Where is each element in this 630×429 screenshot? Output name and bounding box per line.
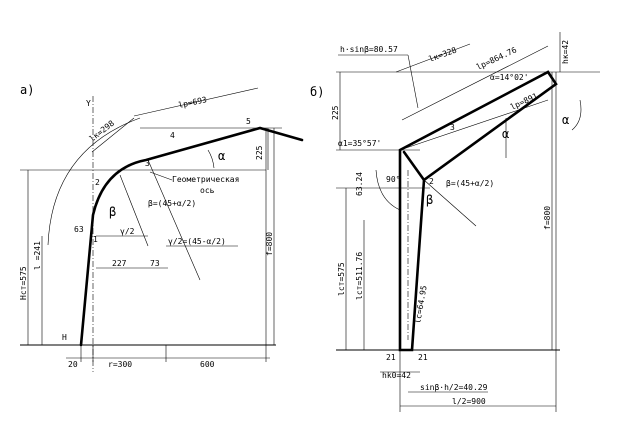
angle-90-arc xyxy=(375,169,401,211)
dim-r-label: r=300 xyxy=(108,360,132,369)
dim-lst-label: lст=575 xyxy=(337,262,346,296)
alpha-right-label: α xyxy=(562,113,569,127)
beta-label-a: β xyxy=(109,205,116,219)
geom-axis-line1: Геометрическая xyxy=(172,175,239,184)
alpha-arc-right xyxy=(571,99,582,131)
node-3-label-b: 3 xyxy=(450,123,455,132)
lk-dim-line-b xyxy=(395,43,471,73)
alpha-deg-label: α=14°02' xyxy=(490,73,529,82)
dim-227-label: 227 xyxy=(112,259,127,268)
panel-b-label: б) xyxy=(310,85,324,99)
geom-axis-leader xyxy=(149,171,173,181)
panel-a: a) Y lк=298 lp=693 4 5 225 α Геометричес… xyxy=(19,83,304,372)
hk0-label: hk0=42 xyxy=(382,371,411,380)
frame-member-a xyxy=(79,126,304,347)
h-sin-leader xyxy=(407,54,419,109)
beta-label-b: β xyxy=(426,193,433,207)
panel-b: б) h·sinβ=80.57 lк=328 lp=864.76 lp=891 … xyxy=(310,32,600,412)
geom-axis-line2: ось xyxy=(200,186,215,195)
rafter-axis-b xyxy=(399,99,549,151)
dim-21b-label: 21 xyxy=(418,353,428,362)
node-4-label: 4 xyxy=(170,131,175,140)
half-l-label: l/2=900 xyxy=(452,397,486,406)
panel-a-label: a) xyxy=(20,83,34,97)
beta-eq-label-b: β=(45+α/2) xyxy=(446,179,494,188)
bend-radius-arc xyxy=(47,117,141,246)
hk-label: hк=42 xyxy=(561,40,570,64)
beta-construction-line xyxy=(423,179,477,227)
node-2-label-a: 2 xyxy=(95,178,100,187)
alpha-arc-a xyxy=(207,149,215,169)
dim-600-label: 600 xyxy=(200,360,215,369)
alpha-label-a: α xyxy=(218,149,225,163)
gamma-line xyxy=(147,159,201,281)
bisector-line xyxy=(119,174,149,247)
angle-90-label: 90° xyxy=(386,175,400,184)
sin-bottom-label: sinβ·h/2=40.29 xyxy=(420,383,488,392)
gamma-half-label: γ/2 xyxy=(120,227,135,236)
alpha1-label: α1=35°57' xyxy=(338,139,381,148)
dim-63-24-label: 63.24 xyxy=(355,172,364,196)
dim-73-label: 73 xyxy=(150,259,160,268)
alpha-label-b: α xyxy=(502,127,509,141)
lp-dimension-line xyxy=(133,87,259,117)
dim-21a-label: 21 xyxy=(386,353,396,362)
y-axis-label: Y xyxy=(86,99,91,108)
lk-dimension-line xyxy=(91,117,135,153)
gamma-eq-label: γ/2=(45-α/2) xyxy=(168,237,226,246)
dim-63-label: 63 xyxy=(74,225,84,234)
h-sin-label: h·sinβ=80.57 xyxy=(340,45,398,54)
dim-f-label-a: f=800 xyxy=(265,232,274,256)
lp1-label: lp=864.76 xyxy=(475,45,518,72)
dim-225-label-b: 225 xyxy=(331,105,340,120)
joint-cut-line xyxy=(402,150,426,182)
node-H-label: H xyxy=(62,333,67,342)
node-1-label-a: 1 xyxy=(93,235,98,244)
dim-f-label-b: f=800 xyxy=(543,206,552,230)
node-2-label-b: 2 xyxy=(429,177,434,186)
lp1-dim-line xyxy=(401,45,549,121)
dim-Hst-label: Hст=575 xyxy=(19,266,28,300)
dim-20-label: 20 xyxy=(68,360,78,369)
dim-l-label: l =241 xyxy=(33,241,42,270)
dim-225-label: 225 xyxy=(255,145,264,160)
lk-label-b: lк=328 xyxy=(428,45,458,63)
node-3-label-a: 3 xyxy=(145,159,150,168)
beta-eq-label-a: β=(45+α/2) xyxy=(148,199,196,208)
lp-label: lp=693 xyxy=(178,95,208,110)
dim-lst2-label: lст=511.76 xyxy=(355,252,364,300)
node-5-label: 5 xyxy=(246,117,251,126)
